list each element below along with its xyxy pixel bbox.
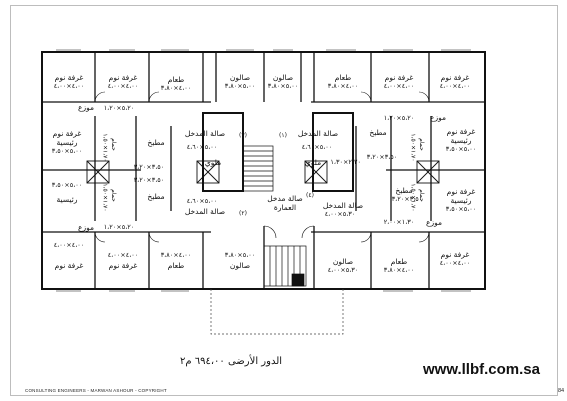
room-master-1a: غرفة نوم — [52, 129, 82, 138]
room-dining-2: طعام — [334, 73, 352, 82]
dim-salon-4: ٥،٣٠×٤،٠٠ — [327, 266, 359, 274]
dim-salon-1: ٥،٠٠×٣،٨٠ — [224, 82, 256, 90]
kitchen-1: مطبخ — [147, 138, 165, 147]
drawing-sheet: غرفة نوم ٤،٠٠×٤،٠٠ غرفة نوم ٤،٠٠×٤،٠٠ طع… — [10, 5, 564, 396]
bath-2: حمام — [109, 189, 117, 202]
page-number: 84 — [558, 388, 565, 394]
room-dining-3: طعام — [167, 261, 185, 270]
hall-3: صالة المدخل — [184, 207, 226, 216]
hall-2: صالة المدخل — [297, 129, 339, 138]
hall-1: صالة المدخل — [184, 129, 226, 138]
interior-walls — [42, 52, 485, 289]
dim-dining-3: ٤،٠٠×٣،٨٠ — [160, 251, 192, 259]
lobby-bottom-left: موزع — [78, 223, 94, 232]
room-dining-4: طعام — [390, 257, 408, 266]
room-master-2a: غرفة نوم — [446, 127, 476, 136]
court-2: ملوي — [304, 158, 322, 167]
room-bedroom-4: غرفة نوم — [440, 73, 470, 82]
dim-dining-2: ٤،٠٠×٣،٨٠ — [327, 82, 359, 90]
dim-salon-3: ٥،٠٠×٣،٨٠ — [224, 251, 256, 259]
bath-2-dim: ١،٧٠×١،٥٠ — [101, 183, 109, 212]
dim-master-1: ٥،٠٠×٣،٥٠ — [51, 147, 83, 155]
dim-master-4: ٥،٠٠×٣،٥٠ — [445, 205, 477, 213]
court-1: ملوي — [204, 158, 222, 167]
building-entrance-a: صالة مدخل — [267, 194, 303, 203]
dim-court-2: ٢،٢٠×١،٣٠ — [330, 158, 361, 166]
lobby-bottom-right: موزع — [426, 218, 442, 227]
door-swings — [94, 91, 430, 243]
dim-bedroom-7: ٤،٠٠×٤،٠٠ — [439, 259, 471, 267]
room-salon-1: صالون — [229, 73, 251, 82]
dim-master-3: ٥،٠٠×٣،٥٠ — [51, 181, 83, 189]
hall-3-number: (٢) — [239, 210, 247, 217]
dim-lobby-top-right: ٥،٢٠×١،٢٠ — [383, 114, 415, 122]
dim-lobby-top-left: ٥،٢٠×١،٢٠ — [103, 104, 135, 112]
hall-1-number: (٣) — [239, 132, 247, 139]
room-master-1b: رئيسية — [56, 138, 78, 147]
dim-dining-1: ٤،٠٠×٣،٨٠ — [160, 84, 192, 92]
dim-bedroom-4: ٤،٠٠×٤،٠٠ — [439, 82, 471, 90]
room-master-4a: غرفة نوم — [446, 187, 476, 196]
dim-lobby-bottom-right: ١،٣٠×٢،٠٠ — [383, 218, 415, 226]
dim-kitchen-3: ٣،٥٠×٣،٢٠ — [366, 153, 398, 161]
staircase — [242, 145, 307, 287]
kitchen-4: مطبخ — [395, 186, 413, 195]
room-bedroom-2: غرفة نوم — [108, 73, 138, 82]
building-entrance-number: (٤) — [306, 192, 314, 199]
dim-master-2: ٥،٠٠×٣،٥٠ — [445, 145, 477, 153]
dim-kitchen-1: ٣،٥٠×٣،٢٠ — [133, 163, 165, 171]
lobby-top-left: موزع — [78, 103, 94, 112]
kitchen-2: مطبخ — [147, 192, 165, 201]
room-salon-3: صالون — [229, 261, 251, 270]
building-entrance-b: العمارة — [273, 203, 297, 212]
room-salon-4: صالون — [332, 257, 354, 266]
bath-1: حمام — [109, 138, 117, 151]
lobby-top-right: موزع — [430, 113, 446, 122]
dim-bedroom-3: ٤،٠٠×٤،٠٠ — [383, 82, 415, 90]
room-dining-1: طعام — [167, 75, 185, 84]
entrance-walkway — [210, 289, 344, 335]
room-master-3b: رئيسية — [56, 195, 78, 204]
room-bedroom-3: غرفة نوم — [384, 73, 414, 82]
bath-3: حمام — [417, 138, 425, 151]
dim-kitchen-2: ٣،٥٠×٣،٢٠ — [133, 176, 165, 184]
dim-lobby-bottom-left: ٥،٢٠×١،٢٠ — [103, 223, 135, 231]
floor-plan — [41, 49, 486, 335]
dim-dining-4: ٤،٠٠×٣،٨٠ — [383, 266, 415, 274]
dim-bedroom-2: ٤،٠٠×٤،٠٠ — [107, 82, 139, 90]
dim-kitchen-4: ٣،٥٠×٣،٢٠ — [391, 195, 423, 203]
room-bedroom-1: غرفة نوم — [54, 73, 84, 82]
room-master-2b: رئيسية — [450, 136, 472, 145]
windows — [56, 49, 471, 292]
website-watermark: www.llbf.com.sa — [423, 361, 540, 378]
dim-hall-3: ٥،٠٠×٤،٦٠ — [186, 197, 218, 205]
bath-3-dim: ١،٧٠×١،٥٠ — [409, 133, 417, 162]
floor-caption: الدور الأرضى ٦٩٤،٠٠ م٢ — [179, 356, 283, 367]
room-bedroom-6: غرفة نوم — [108, 261, 138, 270]
hall-2-number: (١) — [279, 132, 287, 139]
kitchen-3: مطبخ — [369, 128, 387, 137]
bath-1-dim: ١،٧٠×١،٥٠ — [101, 133, 109, 162]
dim-hall-2: ٥،٠٠×٤،٦٠ — [301, 143, 333, 151]
room-bedroom-7: غرفة نوم — [440, 250, 470, 259]
hall-4: صالة المدخل — [322, 201, 364, 210]
dim-salon-2: ٥،٠٠×٣،٨٠ — [267, 82, 299, 90]
light-wells — [86, 160, 440, 184]
dim-bedroom-1: ٤،٠٠×٤،٠٠ — [53, 82, 85, 90]
dim-bedroom-6: ٤،٠٠×٤،٠٠ — [107, 251, 139, 259]
dim-bedroom-5: ٤،٠٠×٤،٠٠ — [53, 241, 85, 249]
copyright-credit: CONSULTING ENGINEERS - MARWAN ASHOUR - C… — [25, 388, 167, 393]
room-bedroom-5: غرفة نوم — [54, 261, 84, 270]
dim-hall-4: ٥،٣٠×٤،٠٠ — [324, 210, 356, 218]
room-salon-2: صالون — [272, 73, 294, 82]
dim-hall-1: ٥،٠٠×٤،٦٠ — [186, 143, 218, 151]
room-master-4b: رئيسية — [450, 196, 472, 205]
